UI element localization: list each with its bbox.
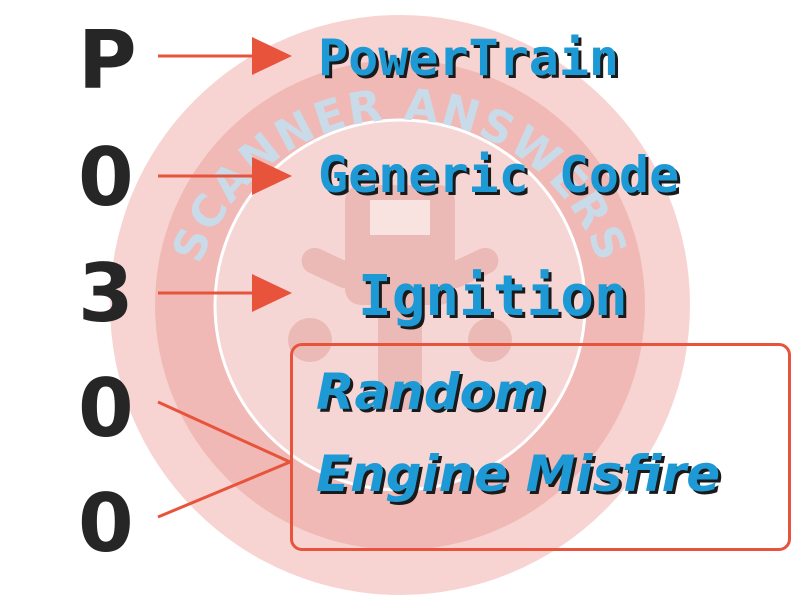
label-random: Random: [316, 363, 547, 421]
digit-0-first: 0: [78, 131, 134, 224]
arrow-3-to-ignition: [158, 274, 292, 312]
digit-3: 3: [78, 247, 134, 340]
label-generic-code: Generic Code: [318, 146, 680, 204]
digit-p: P: [78, 14, 137, 107]
label-powertrain: PowerTrain: [318, 29, 620, 87]
digit-0-third: 0: [78, 362, 134, 455]
label-ignition: Ignition: [358, 264, 628, 329]
watermark-scanner-icon: [288, 185, 512, 410]
arrow-0-to-generic: [158, 157, 292, 195]
label-engine-misfire: Engine Misfire: [316, 445, 721, 503]
misfire-box: [290, 343, 791, 551]
digit-0-fourth: 0: [78, 477, 134, 570]
arrow-p-to-powertrain: [158, 37, 292, 75]
connector-00-to-misfire: [157, 400, 291, 519]
